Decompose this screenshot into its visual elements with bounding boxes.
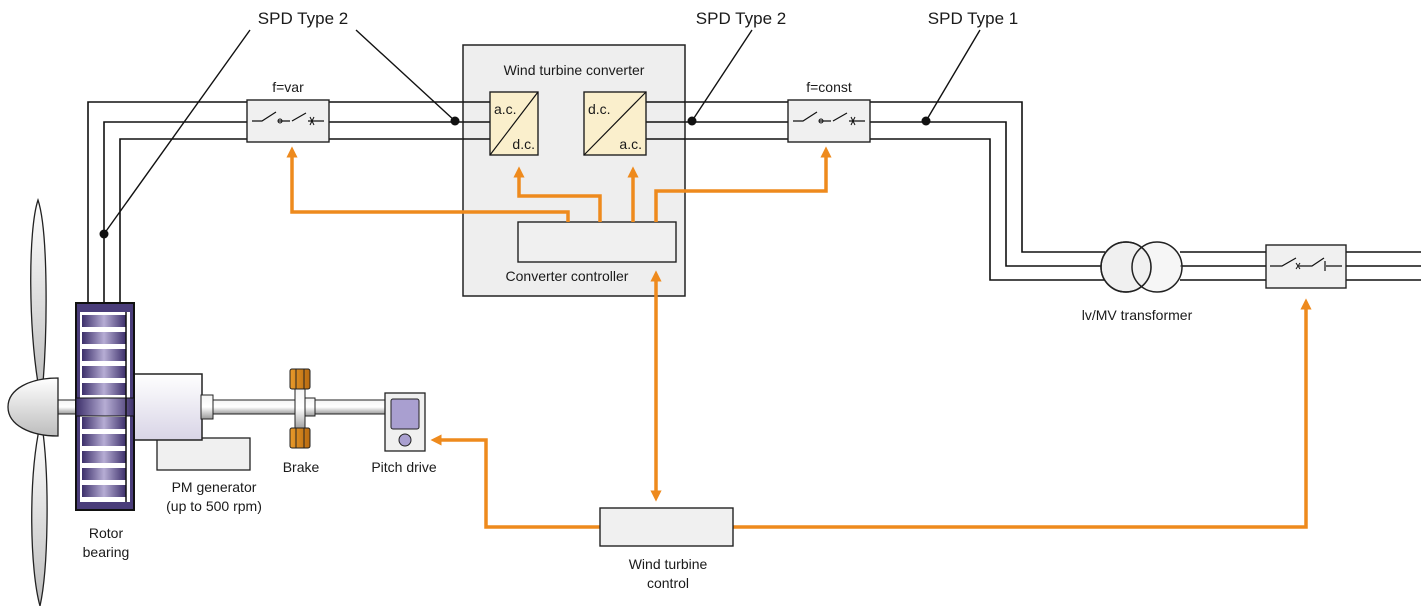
spd-mid-dot [687, 116, 697, 126]
breaker-var-label: f=var [272, 79, 304, 95]
generator-base [156, 437, 251, 471]
control-label-1: Wind turbine [629, 556, 708, 572]
control-label-2: control [647, 575, 689, 591]
rectifier-ac-label: a.c. [494, 101, 517, 117]
rotor-label-1: Rotor [89, 525, 124, 541]
pitch-drive-unit [384, 392, 426, 452]
spd-leaders [99, 29, 981, 239]
transformer-symbol [1100, 241, 1183, 293]
transformer-label: lv/MV transformer [1082, 307, 1193, 323]
control-signals [286, 146, 1312, 529]
rotor-label-2: bearing [83, 544, 130, 560]
spd-right-dot [921, 116, 931, 126]
wind-turbine-control-box [599, 507, 734, 547]
generator-body [123, 373, 203, 441]
pitch-drive-label: Pitch drive [371, 459, 437, 475]
generator-label-1: PM generator [172, 479, 257, 495]
breaker-var [246, 99, 330, 143]
spd-left-dot [99, 229, 109, 239]
breaker-mv [1265, 244, 1347, 289]
rotor-hub [7, 377, 59, 437]
converter-title: Wind turbine converter [504, 62, 645, 78]
rectifier-dc-label: d.c. [512, 136, 535, 152]
rotor-blades [30, 197, 48, 606]
brake-disc [289, 368, 316, 449]
rotor-bearing [75, 302, 135, 511]
inverter-block [583, 91, 647, 156]
shaft-collar [200, 394, 214, 420]
breaker-const [787, 99, 871, 143]
converter-controller-label: Converter controller [506, 268, 629, 284]
spd-right-label: SPD Type 1 [928, 9, 1018, 28]
spd-mid-left-dot [450, 116, 460, 126]
spd-left-label: SPD Type 2 [258, 9, 348, 28]
generator-label-2: (up to 500 rpm) [166, 498, 262, 514]
breaker-const-label: f=const [806, 79, 852, 95]
spd-mid-label: SPD Type 2 [696, 9, 786, 28]
rectifier-block [489, 91, 539, 156]
converter-controller-box [517, 221, 677, 263]
brake-label: Brake [283, 459, 320, 475]
inverter-ac-label: a.c. [619, 136, 642, 152]
inverter-dc-label: d.c. [588, 101, 611, 117]
